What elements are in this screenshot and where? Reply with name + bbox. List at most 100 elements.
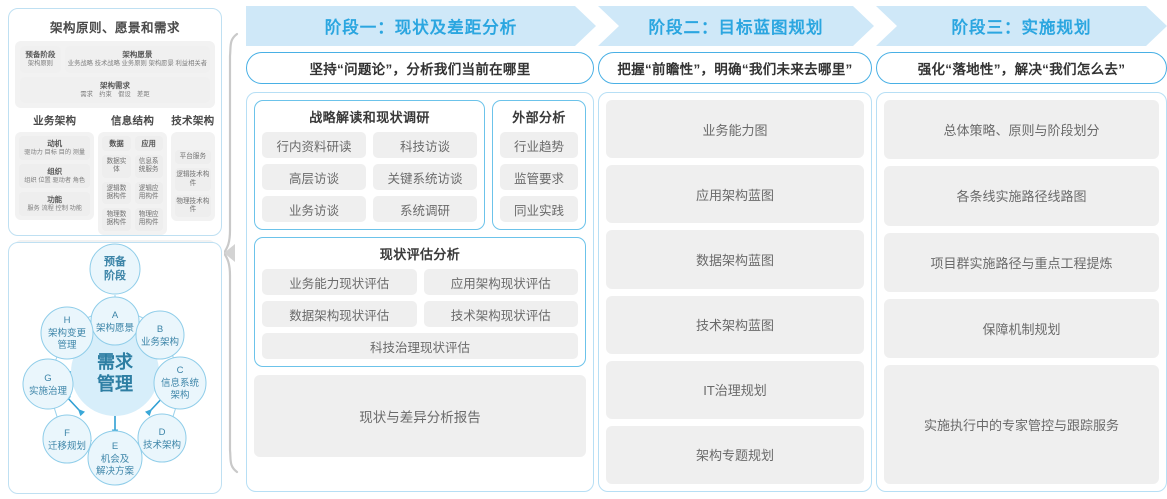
gap-analysis-report[interactable]: 现状与差异分析报告 — [254, 375, 586, 457]
chip-business-capability-assessment[interactable]: 业务能力现状评估 — [262, 269, 417, 295]
svg-text:需求: 需求 — [97, 351, 134, 372]
adm-cycle-panel: 需求 管理 预备 阶段 A 架构愿景 B 业务架构 C 信息系统 架构 D 技术… — [8, 242, 222, 494]
platform-service: 平台服务 — [174, 150, 212, 165]
chip-executive-interview[interactable]: 高层访谈 — [262, 164, 366, 190]
adm-cycle-diagram: 需求 管理 预备 阶段 A 架构愿景 B 业务架构 C 信息系统 架构 D 技术… — [22, 243, 207, 486]
phase-3-item-stack: 总体策略、原则与阶段划分 各条线实施路径线路图 项目群实施路径与重点工程提炼 保… — [884, 100, 1159, 484]
organization-box: 组织 组织 位置 驱动者 角色 — [19, 164, 91, 188]
phase-2-content: 业务能力图 应用架构蓝图 数据架构蓝图 技术架构蓝图 IT治理规划 架构专题规划 — [598, 92, 872, 492]
phase-1-content: 战略解读和现状调研 行内资料研读 科技访谈 高层访谈 关键系统访谈 业务访谈 系… — [246, 92, 594, 492]
svg-text:架构: 架构 — [170, 389, 189, 401]
architecture-vision-box: 架构愿景 业务战略 技术战略 业务原则 架构愿景 利益相关者 — [64, 46, 210, 73]
chip-business-capability-map[interactable]: 业务能力图 — [606, 100, 864, 159]
assessment-row: 数据架构现状评估 技术架构现状评估 — [262, 301, 578, 327]
phase-1-banner-label: 阶段一：现状及差距分析 — [324, 19, 518, 37]
strategy-research-row: 业务访谈 系统调研 — [262, 196, 477, 222]
strategy-research-title: 战略解读和现状调研 — [309, 110, 430, 125]
brace-connector — [222, 32, 250, 474]
function-box: 功能 服务 流程 控制 功能 — [19, 191, 91, 216]
chip-application-architecture-blueprint[interactable]: 应用架构蓝图 — [606, 165, 864, 224]
left-column: 架构原则、愿景和需求 预备阶段 架构原则 架构愿景 业务战略 技术战略 业务原则… — [8, 6, 226, 494]
chip-data-architecture-blueprint[interactable]: 数据架构蓝图 — [606, 230, 864, 289]
svg-text:实施治理: 实施治理 — [29, 385, 68, 397]
chip-industry-trend[interactable]: 行业趋势 — [500, 132, 578, 158]
motivation-box: 动机 驱动力 目标 目的 测量 — [19, 136, 91, 161]
svg-text:E: E — [112, 441, 118, 452]
svg-text:迁移规划: 迁移规划 — [48, 440, 86, 452]
phase-1-top-row: 战略解读和现状调研 行内资料研读 科技访谈 高层访谈 关键系统访谈 业务访谈 系… — [254, 100, 586, 230]
chip-application-architecture-assessment[interactable]: 应用架构现状评估 — [423, 269, 578, 295]
svg-text:阶段: 阶段 — [104, 268, 126, 282]
chip-architecture-topic-planning[interactable]: 架构专题规划 — [606, 425, 864, 485]
function-head: 功能 — [47, 194, 63, 204]
architecture-requirement-box: 架构需求 需求 约束 假设 差距 — [20, 76, 210, 104]
chip-it-governance-assessment[interactable]: 科技治理现状评估 — [262, 333, 578, 359]
svg-text:技术架构: 技术架构 — [143, 439, 181, 451]
function-sub: 服务 流程 控制 功能 — [27, 204, 83, 212]
strategy-research-row: 高层访谈 关键系统访谈 — [262, 164, 477, 190]
data-entity: 数据实体 — [102, 155, 131, 178]
data-subcolumn: 数据 数据实体 逻辑数据构件 物理数据构件 — [102, 136, 131, 231]
logical-data-component: 逻辑数据构件 — [102, 181, 131, 205]
chip-key-system-interview[interactable]: 关键系统访谈 — [373, 164, 477, 190]
chip-expert-control-tracking-service[interactable]: 实施执行中的专家管控与跟踪服务 — [884, 365, 1159, 484]
chip-system-survey[interactable]: 系统调研 — [373, 196, 477, 222]
logical-technology-component: 逻辑技术构件 — [174, 168, 212, 191]
technology-architecture-column: 技术架构 平台服务 逻辑技术构件 物理技术构件 — [170, 113, 216, 234]
prelim-vision-row: 预备阶段 架构原则 架构愿景 业务战略 技术战略 业务原则 架构愿景 利益相关者 — [20, 46, 210, 73]
chip-technology-interview[interactable]: 科技访谈 — [373, 132, 477, 158]
information-structure-head: 信息结构 — [110, 115, 155, 128]
architecture-domains-row: 业务架构 动机 驱动力 目标 目的 测量 组织 组织 位置 驱动者 角色 功能 — [15, 113, 216, 235]
organization-sub: 组织 位置 驱动者 角色 — [24, 176, 86, 184]
chip-overall-strategy-principles-phasing[interactable]: 总体策略、原则与阶段划分 — [884, 100, 1159, 160]
chip-it-governance-planning[interactable]: IT治理规划 — [606, 360, 864, 419]
svg-text:信息系统: 信息系统 — [161, 377, 200, 389]
application-subcolumn: 应用 信息系统服务 逻辑应用构件 物理应用构件 — [134, 136, 163, 231]
application-head: 应用 — [134, 136, 163, 152]
chip-technology-architecture-assessment[interactable]: 技术架构现状评估 — [423, 301, 578, 327]
togaf-content-framework-panel: 架构原则、愿景和需求 预备阶段 架构原则 架构愿景 业务战略 技术战略 业务原则… — [8, 8, 222, 287]
chip-internal-material-study[interactable]: 行内资料研读 — [262, 132, 366, 158]
svg-text:F: F — [64, 428, 70, 439]
svg-text:D: D — [159, 427, 166, 438]
chip-peer-practice[interactable]: 同业实践 — [500, 196, 578, 222]
strategy-research-group: 战略解读和现状调研 行内资料研读 科技访谈 高层访谈 关键系统访谈 业务访谈 系… — [254, 100, 485, 230]
phase-2-banner[interactable]: 阶段二：目标蓝图规划 — [598, 6, 874, 46]
svg-text:管理: 管理 — [57, 339, 77, 351]
physical-data-component: 物理数据构件 — [102, 208, 131, 231]
motivation-sub: 驱动力 目标 目的 测量 — [24, 149, 86, 156]
architecture-vision-sub: 业务战略 技术战略 业务原则 架构愿景 利益相关者 — [67, 60, 207, 68]
phase-3-banner[interactable]: 阶段三：实施规划 — [876, 6, 1167, 46]
external-analysis-group-wrap: 外部分析 行业趋势 监管要求 同业实践 — [492, 100, 586, 230]
svg-text:B: B — [157, 324, 163, 335]
physical-technology-component: 物理技术构件 — [174, 194, 212, 218]
phase-1-banner[interactable]: 阶段一：现状及差距分析 — [246, 6, 596, 46]
assessment-row: 业务能力现状评估 应用架构现状评估 — [262, 269, 578, 295]
chip-data-architecture-assessment[interactable]: 数据架构现状评估 — [262, 301, 417, 327]
external-analysis-title: 外部分析 — [512, 110, 566, 125]
phase-3-content: 总体策略、原则与阶段划分 各条线实施路径线路图 项目群实施路径与重点工程提炼 保… — [876, 92, 1167, 492]
information-structure-body: 数据 数据实体 逻辑数据构件 物理数据构件 应用 信息系统服务 逻辑应用构件 物… — [98, 132, 167, 235]
chip-line-implementation-roadmap[interactable]: 各条线实施路径线路图 — [884, 166, 1159, 226]
chip-regulatory-requirement[interactable]: 监管要求 — [500, 164, 578, 190]
external-analysis-group: 外部分析 行业趋势 监管要求 同业实践 — [492, 100, 586, 230]
svg-text:业务架构: 业务架构 — [141, 336, 179, 348]
svg-text:预备: 预备 — [104, 254, 127, 268]
chip-technology-architecture-blueprint[interactable]: 技术架构蓝图 — [606, 295, 864, 354]
phase-1-subtitle: 坚持“问题论”，分析我们当前在哪里 — [246, 52, 594, 84]
logical-application-component: 逻辑应用构件 — [134, 181, 163, 205]
svg-text:架构变更: 架构变更 — [48, 327, 87, 339]
architecture-requirement-sub: 需求 约束 假设 差距 — [80, 90, 150, 98]
organization-head: 组织 — [47, 167, 63, 177]
information-system-service: 信息系统服务 — [134, 155, 163, 178]
chip-assurance-mechanism-planning[interactable]: 保障机制规划 — [884, 298, 1159, 359]
architecture-requirements-group: 预备阶段 架构原则 架构愿景 业务战略 技术战略 业务原则 架构愿景 利益相关者… — [15, 41, 215, 109]
prelim-phase-head: 预备阶段 — [25, 50, 56, 59]
chip-business-interview[interactable]: 业务访谈 — [262, 196, 366, 222]
data-head: 数据 — [102, 136, 131, 152]
svg-text:管理: 管理 — [97, 373, 133, 394]
svg-text:G: G — [44, 373, 51, 384]
phase-2-item-stack: 业务能力图 应用架构蓝图 数据架构蓝图 技术架构蓝图 IT治理规划 架构专题规划 — [606, 100, 864, 485]
chip-program-implementation-path[interactable]: 项目群实施路径与重点工程提炼 — [884, 232, 1159, 292]
